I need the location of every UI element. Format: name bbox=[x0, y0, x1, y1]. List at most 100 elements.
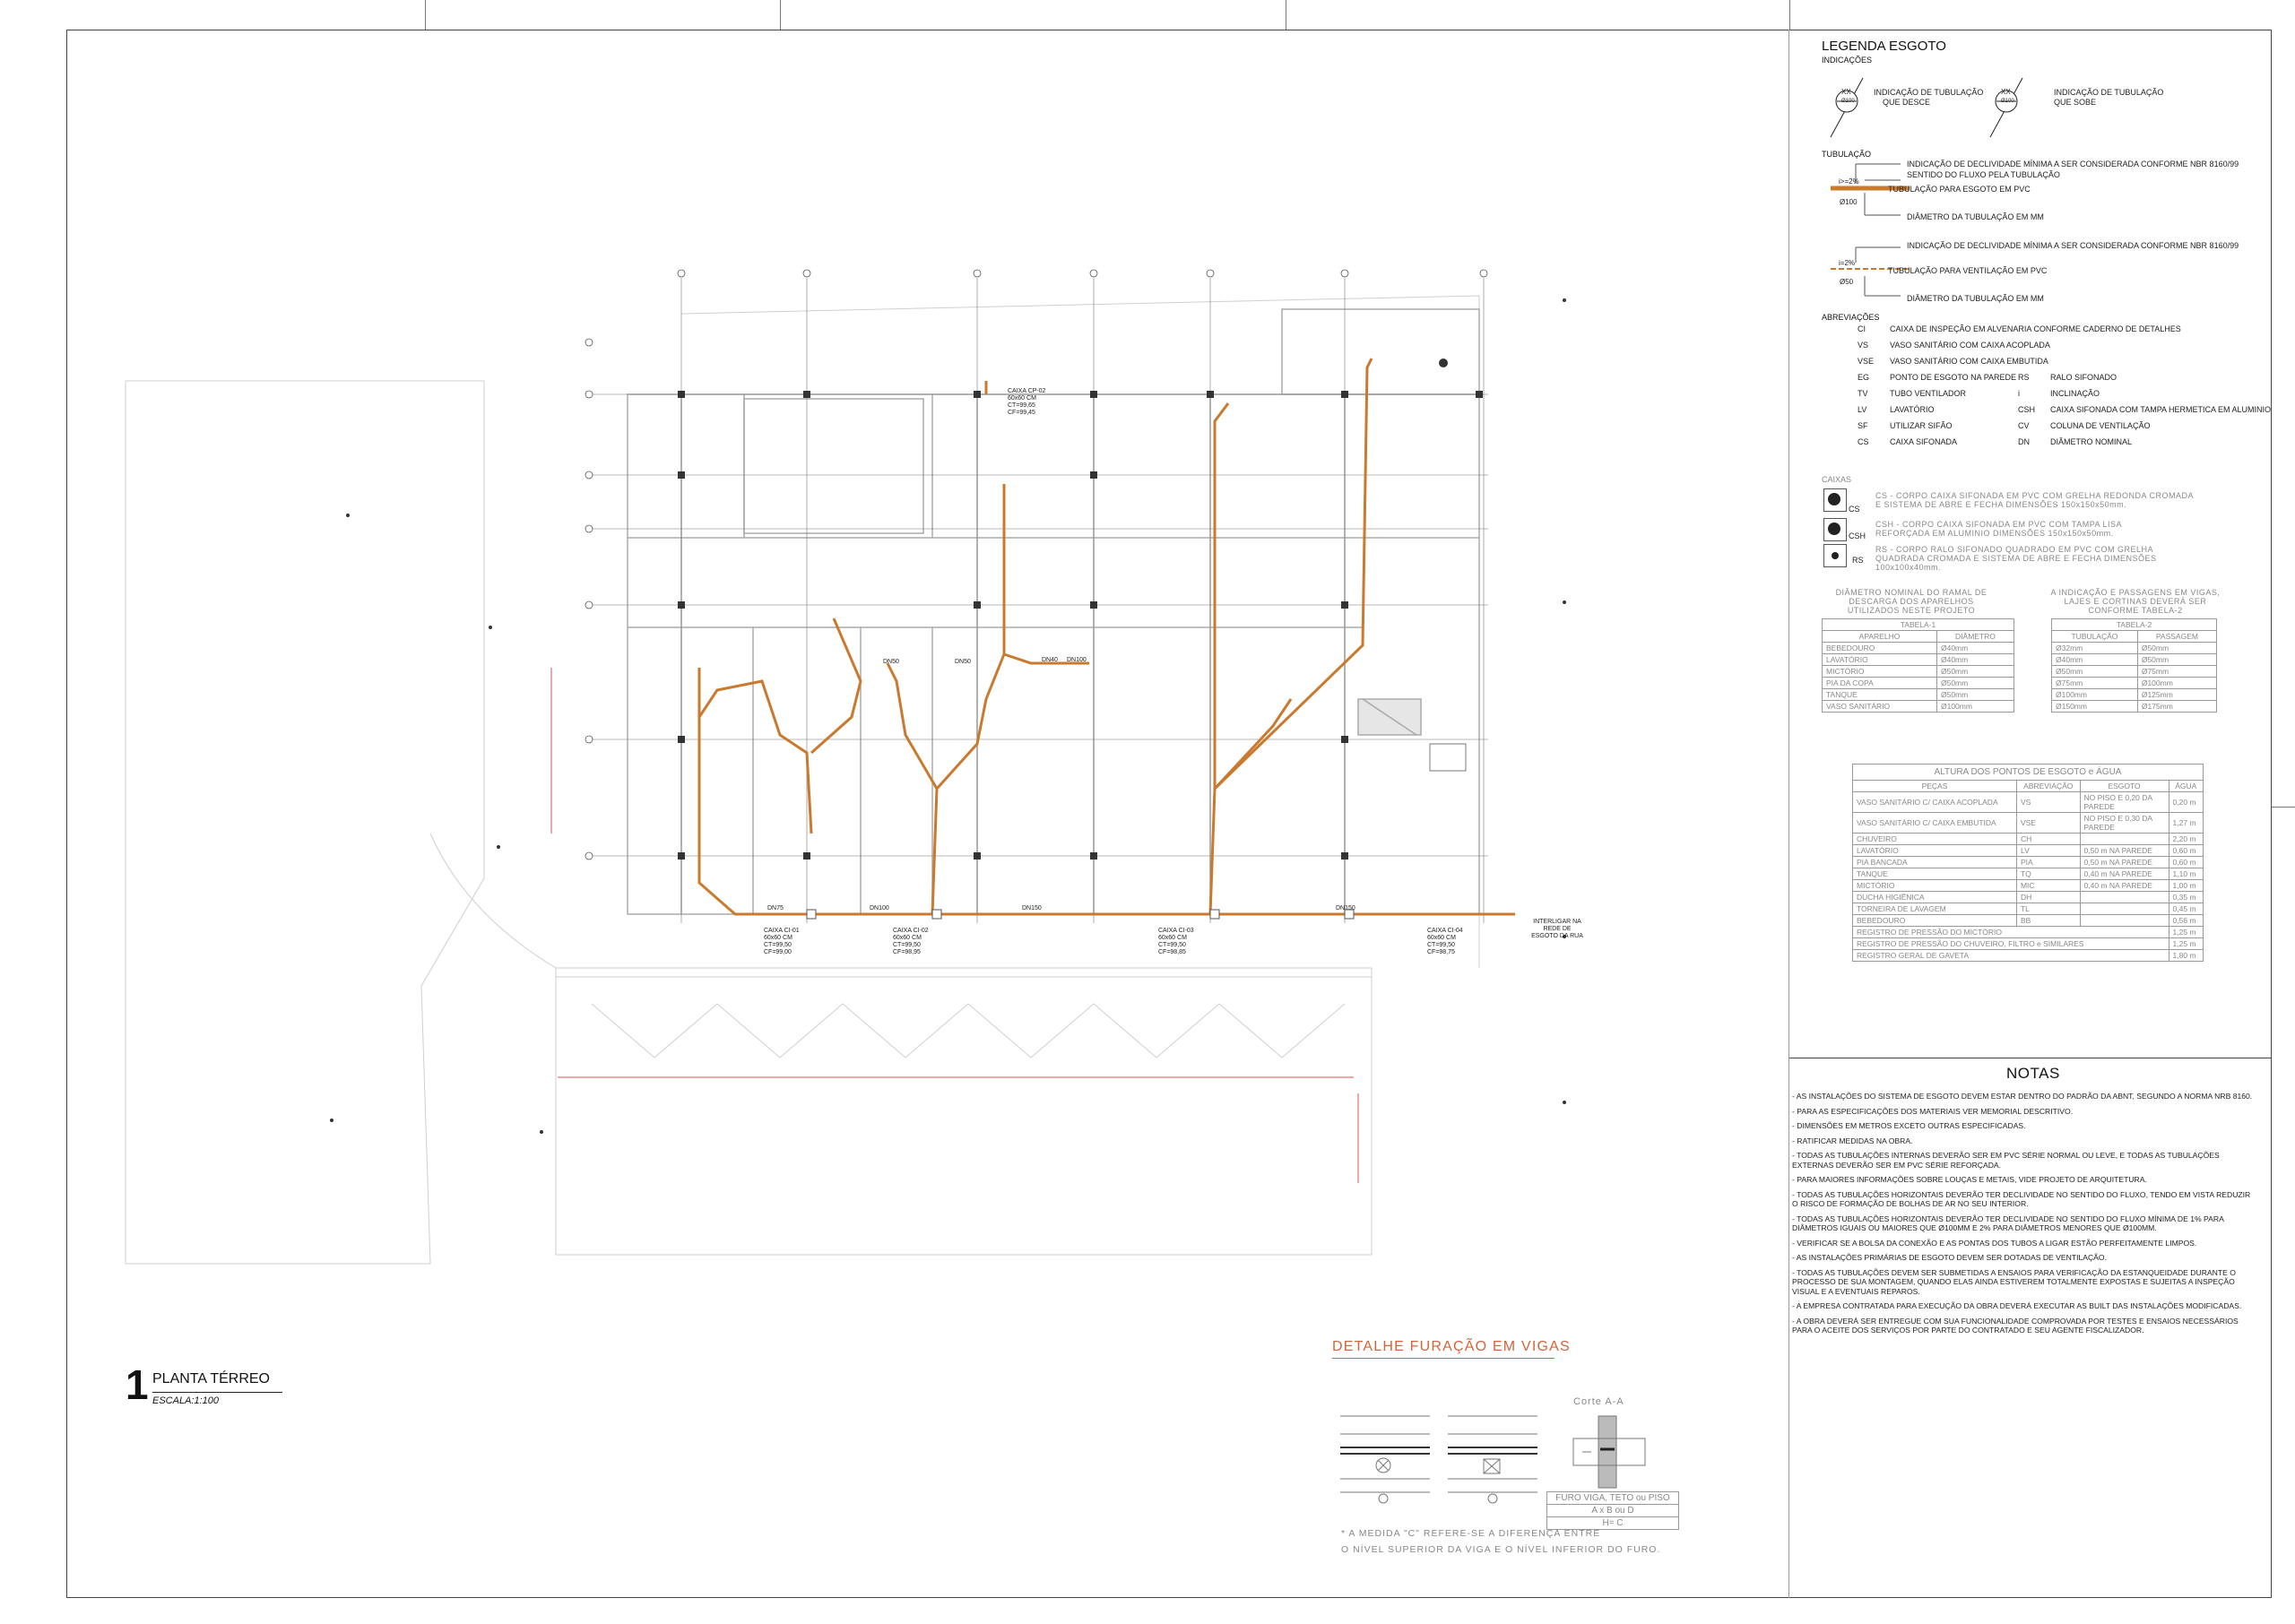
caixas-label: CAIXAS bbox=[1822, 475, 1852, 484]
frame-tick bbox=[425, 0, 426, 30]
note-item: - A EMPRESA CONTRATADA PARA EXECUÇÃO DA … bbox=[1792, 1301, 2242, 1310]
interligar-label: INTERLIGAR NA REDE DE ESGOTO DA RUA bbox=[1531, 919, 1583, 939]
dn-label: DN100 bbox=[870, 905, 889, 911]
pvc-line-1: INDICAÇÃO DE DECLIVIDADE MÍNIMA A SER CO… bbox=[1907, 160, 2239, 168]
table-header: ÁGUA bbox=[2168, 780, 2204, 792]
tabela1-caption: DIÂMETRO NOMINAL DO RAMAL DE DESCARGA DO… bbox=[1835, 588, 1988, 615]
note-item: - TODAS AS TUBULAÇÕES HORIZONTAIS DEVERÃ… bbox=[1792, 1214, 2224, 1233]
tabela1-title: TABELA-1 bbox=[1822, 618, 2014, 631]
note-item: - TODAS AS TUBULAÇÕES INTERNAS DEVERÃO S… bbox=[1792, 1151, 2220, 1170]
table-header: PEÇAS bbox=[1852, 780, 2017, 792]
tubulacao-label: TUBULAÇÃO bbox=[1822, 150, 1872, 159]
csh-text: CSH - CORPO CAIXA SIFONADA EM PVC COM TA… bbox=[1875, 520, 2122, 538]
detalhe-nota: * A MEDIDA "C" REFERE-SE A DIFERENÇA ENT… bbox=[1341, 1528, 1661, 1555]
tabela2-title: TABELA-2 bbox=[2051, 618, 2217, 631]
vent-line-2: TUBULAÇÃO PARA VENTILAÇÃO EM PVC bbox=[1888, 266, 2048, 275]
columns bbox=[678, 391, 1483, 860]
note-item: - A OBRA DEVERÁ SER ENTREGUE COM SUA FUN… bbox=[1792, 1316, 2239, 1335]
furo-table: FURO VIGA, TETO ou PISO A x B ou D H= C bbox=[1546, 1491, 1679, 1530]
vent-pipe-symbol bbox=[1831, 246, 1910, 297]
table-row: REGISTRO DE PRESSÃO DO CHUVEIRO, FILTRO … bbox=[1852, 937, 2204, 950]
inspection-boxes bbox=[806, 909, 1355, 920]
dimension-lines bbox=[550, 668, 1359, 1183]
note-item: - TODAS AS TUBULAÇÕES HORIZONTAIS DEVERÃ… bbox=[1792, 1189, 2251, 1209]
notes-list: - AS INSTALAÇÕES DO SISTEMA DE ESGOTO DE… bbox=[1792, 1092, 2258, 1341]
cs-tag: CS bbox=[1849, 505, 1860, 514]
furo-row: A x B ou D bbox=[1546, 1504, 1679, 1517]
indicacoes-label: INDICAÇÕES bbox=[1822, 56, 1873, 65]
note-item: - DIMENSÕES EM METROS EXCETO OUTRAS ESPE… bbox=[1792, 1121, 2026, 1130]
right-panel-divider bbox=[1788, 30, 1789, 1598]
corte-section-drawing bbox=[1572, 1415, 1646, 1489]
note-item: - AS INSTALAÇÕES DO SISTEMA DE ESGOTO DE… bbox=[1792, 1092, 2253, 1101]
pvc-slope: i>=2% bbox=[1839, 177, 1859, 186]
title-underline bbox=[152, 1392, 282, 1393]
frame-tick bbox=[2272, 807, 2295, 808]
sewer-pipes bbox=[697, 358, 1515, 916]
pvc-line-4: DIÂMETRO DA TUBULAÇÃO EM MM bbox=[1907, 212, 2044, 221]
structural-grid bbox=[592, 278, 1488, 923]
csh-tag: CSH bbox=[1849, 531, 1866, 540]
pvc-diameter: Ø100 bbox=[1840, 198, 1858, 206]
level-markers bbox=[330, 298, 1566, 1134]
dn-label: DN50 bbox=[955, 659, 971, 665]
dn-label: DN40 bbox=[1042, 657, 1058, 663]
symbol-dia: Ø100 bbox=[1841, 99, 1855, 104]
rs-icon bbox=[1823, 544, 1847, 567]
pipe-up-icon bbox=[1989, 77, 2023, 138]
alturas-table: ALTURA DOS PONTOS DE ESGOTO e ÁGUA PEÇAS… bbox=[1852, 764, 2204, 962]
note-item: - PARA MAIORES INFORMAÇÕES SOBRE LOUÇAS … bbox=[1792, 1175, 2147, 1184]
rs-tag: RS bbox=[1852, 556, 1864, 565]
note-item: - TODAS AS TUBULAÇÕES DEVEM SER SUBMETID… bbox=[1792, 1267, 2236, 1296]
furo-row: H= C bbox=[1546, 1516, 1679, 1530]
abreviacoes-label: ABREVIAÇÕES bbox=[1822, 313, 1880, 322]
symbol-dia: Ø100 bbox=[2001, 99, 2014, 104]
accessibility-symbol bbox=[1429, 743, 1467, 772]
note-item: - VERIFICAR SE A BOLSA DA CONEXÃO E AS P… bbox=[1792, 1238, 2197, 1248]
notes-title: NOTAS bbox=[2006, 1065, 2060, 1082]
drawing-title: PLANTA TÉRREO bbox=[152, 1371, 270, 1386]
dn-label: DN150 bbox=[1336, 905, 1355, 911]
detalhe-title: DETALHE FURAÇÃO EM VIGAS bbox=[1332, 1339, 1571, 1354]
detalhe-underline bbox=[1332, 1358, 1555, 1359]
corte-label: Corte A-A bbox=[1573, 1396, 1624, 1407]
furo-title: FURO VIGA, TETO ou PISO bbox=[1546, 1491, 1679, 1505]
beam-detail-drawing bbox=[1340, 1415, 1537, 1504]
table-header: APARELHO bbox=[1822, 630, 1937, 643]
pipe-down-icon bbox=[1830, 77, 1864, 138]
table-header: TUBULAÇÃO bbox=[2051, 630, 2138, 643]
cs-text: CS - CORPO CAIXA SIFONADA EM PVC COM GRE… bbox=[1875, 491, 2194, 509]
note-item: - AS INSTALAÇÕES PRIMÁRIAS DE ESGOTO DEV… bbox=[1792, 1253, 2107, 1262]
grid-bubbles bbox=[585, 269, 1488, 860]
table-header: PASSAGEM bbox=[2136, 630, 2218, 643]
rs-text: RS - CORPO RALO SIFONADO QUADRADO EM PVC… bbox=[1875, 545, 2157, 572]
dn-label: DN50 bbox=[883, 659, 899, 665]
pvc-pipe-symbol bbox=[1831, 163, 1910, 216]
legend-title: LEGENDA ESGOTO bbox=[1822, 39, 1946, 54]
dn-label: DN100 bbox=[1067, 657, 1087, 663]
building-walls bbox=[627, 308, 1480, 915]
note-item: - PARA AS ESPECIFICAÇÕES DOS MATERIAIS V… bbox=[1792, 1106, 2074, 1116]
vent-line-3: DIÂMETRO DA TUBULAÇÃO EM MM bbox=[1907, 294, 2044, 303]
